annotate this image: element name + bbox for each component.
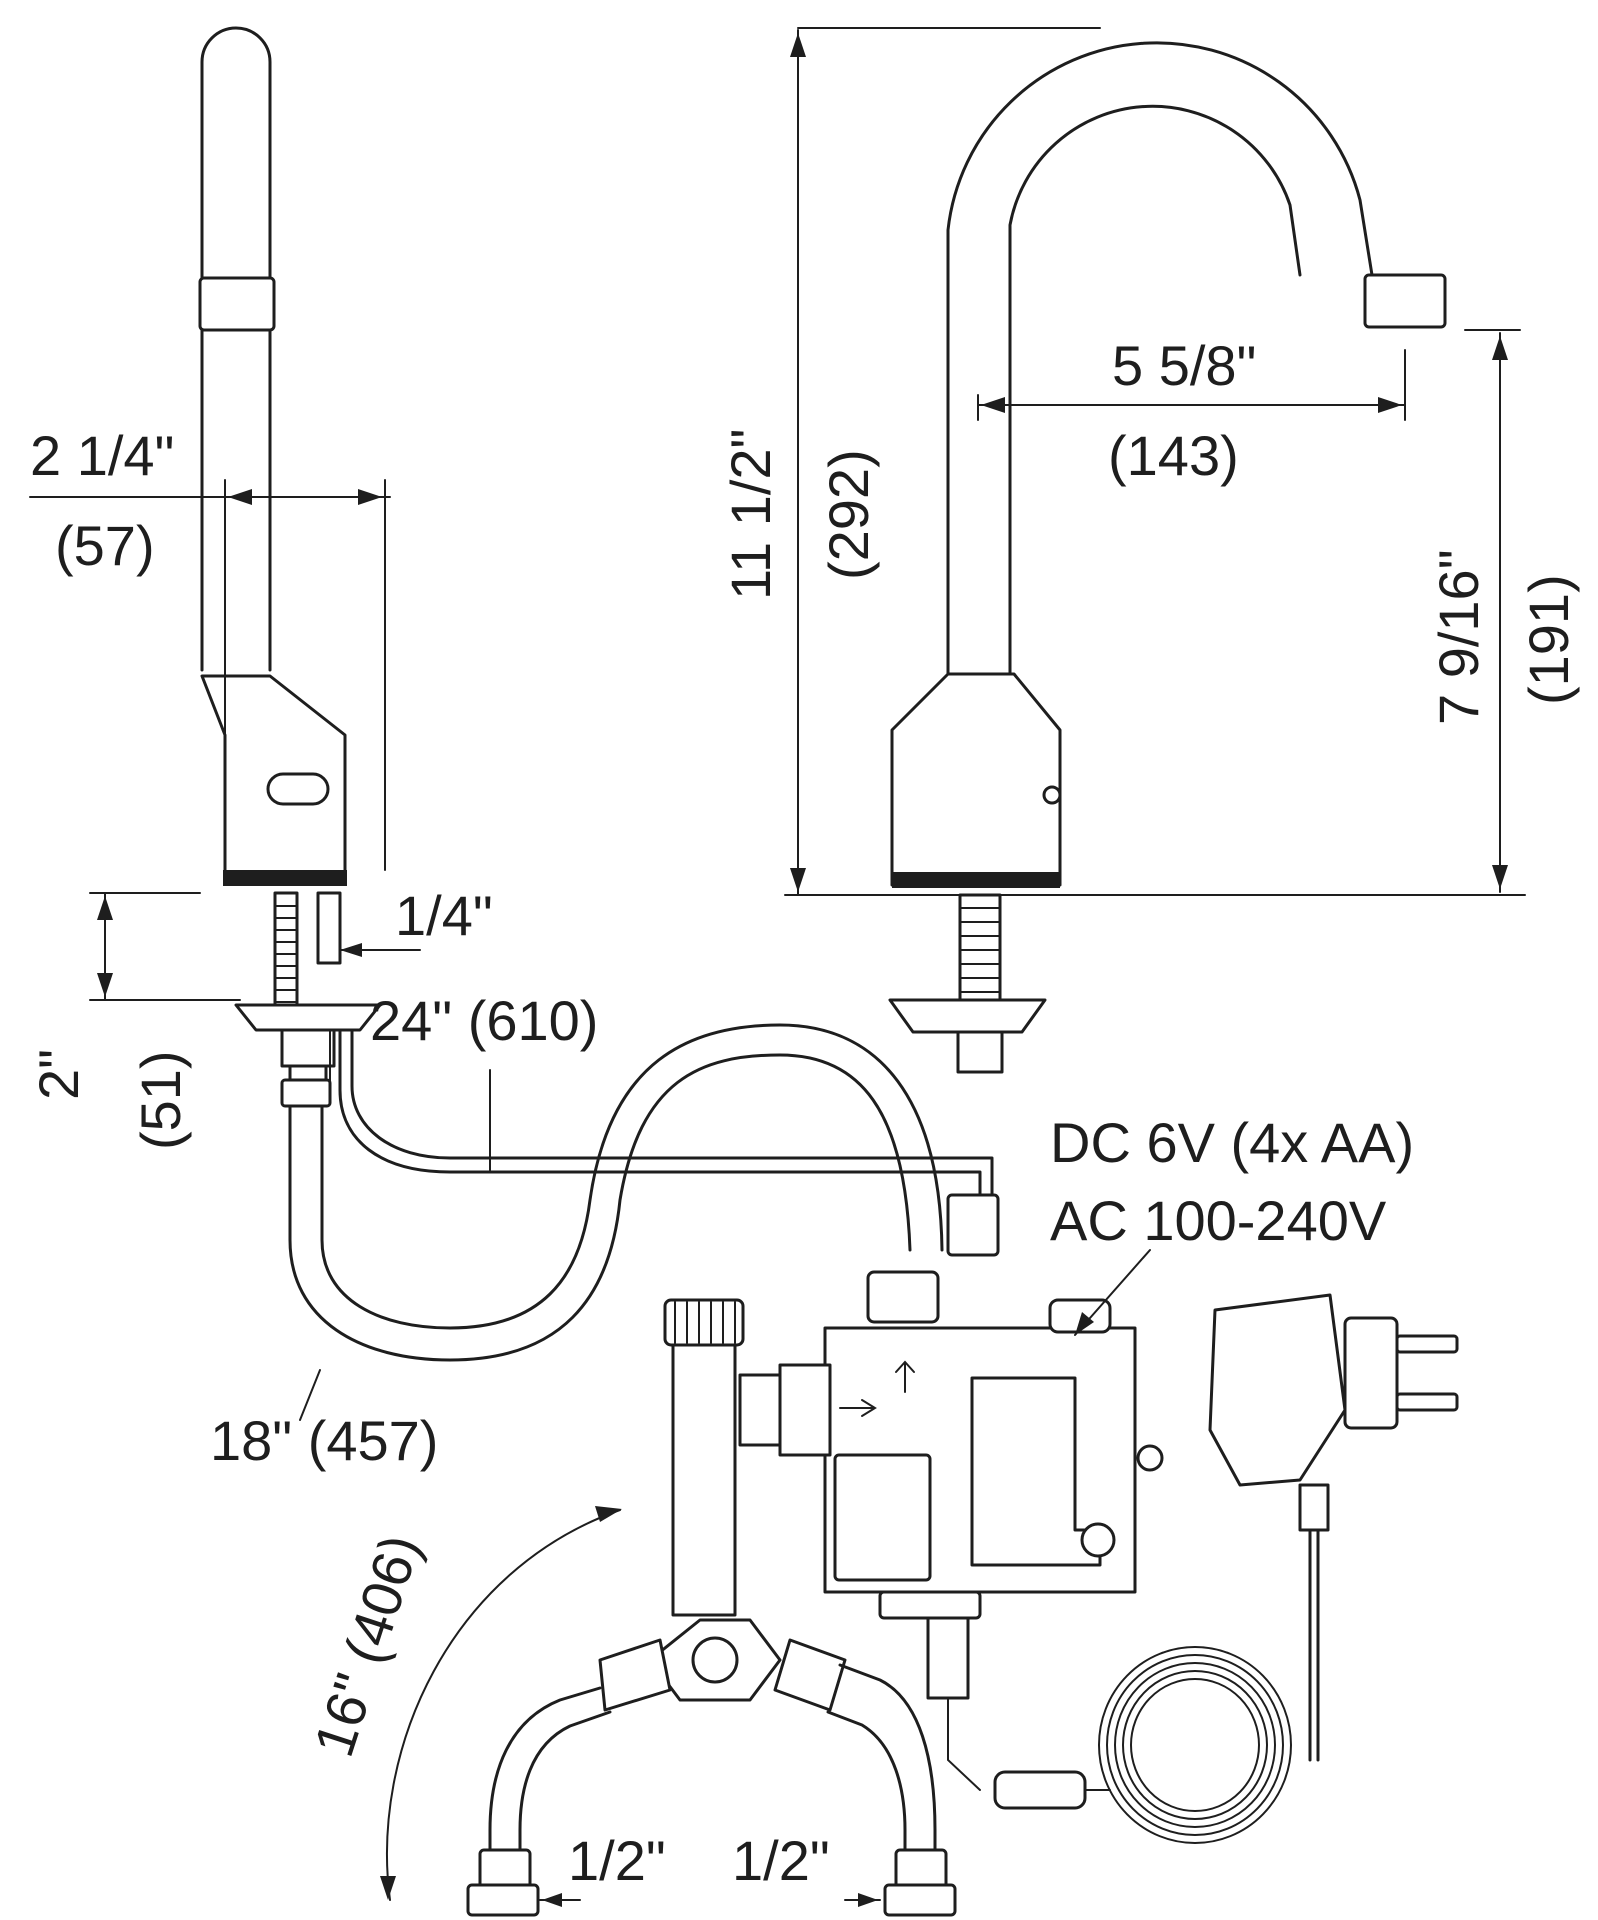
label-power-dc: DC 6V (4x AA) — [1050, 1111, 1414, 1174]
label-power-ac: AC 100-240V — [1050, 1189, 1387, 1252]
label-hose-18: 18" (457) — [210, 1409, 438, 1472]
coiled-cable — [1098, 1646, 1292, 1844]
power-adapter — [993, 1293, 1459, 1844]
dimension-lines — [29, 27, 1526, 1907]
label-mount-height-in: 2" — [27, 1049, 90, 1100]
left-faucet — [198, 26, 347, 886]
label-spout-height-mm: (191) — [1517, 574, 1580, 705]
label-total-height-in: 11 1/2" — [719, 429, 782, 600]
label-spout-height-in: 7 9/16" — [1427, 549, 1490, 725]
left-mounting — [234, 891, 382, 1101]
label-mount-height-mm: (51) — [129, 1050, 192, 1150]
dimension-labels: 2 1/4" (57) 1/4" 24" (610) 18" (457) 2" … — [27, 334, 1580, 1892]
label-total-height-mm: (292) — [817, 449, 880, 580]
label-reach-in: 5 5/8" — [1112, 334, 1256, 397]
control-box — [823, 1193, 1164, 1791]
hoses — [280, 1023, 994, 1362]
label-shank: 1/4" — [395, 884, 493, 947]
label-body-width-in: 2 1/4" — [30, 424, 174, 487]
mixing-valve — [466, 1298, 957, 1917]
label-inlet-left: 1/2" — [568, 1829, 666, 1892]
label-supply-length: 16" (406) — [301, 1527, 432, 1764]
label-inlet-right: 1/2" — [732, 1829, 830, 1892]
right-faucet — [888, 41, 1447, 1074]
label-hose-24: 24" (610) — [370, 989, 598, 1052]
label-body-width-mm: (57) — [55, 514, 155, 577]
label-reach-mm: (143) — [1108, 424, 1239, 487]
